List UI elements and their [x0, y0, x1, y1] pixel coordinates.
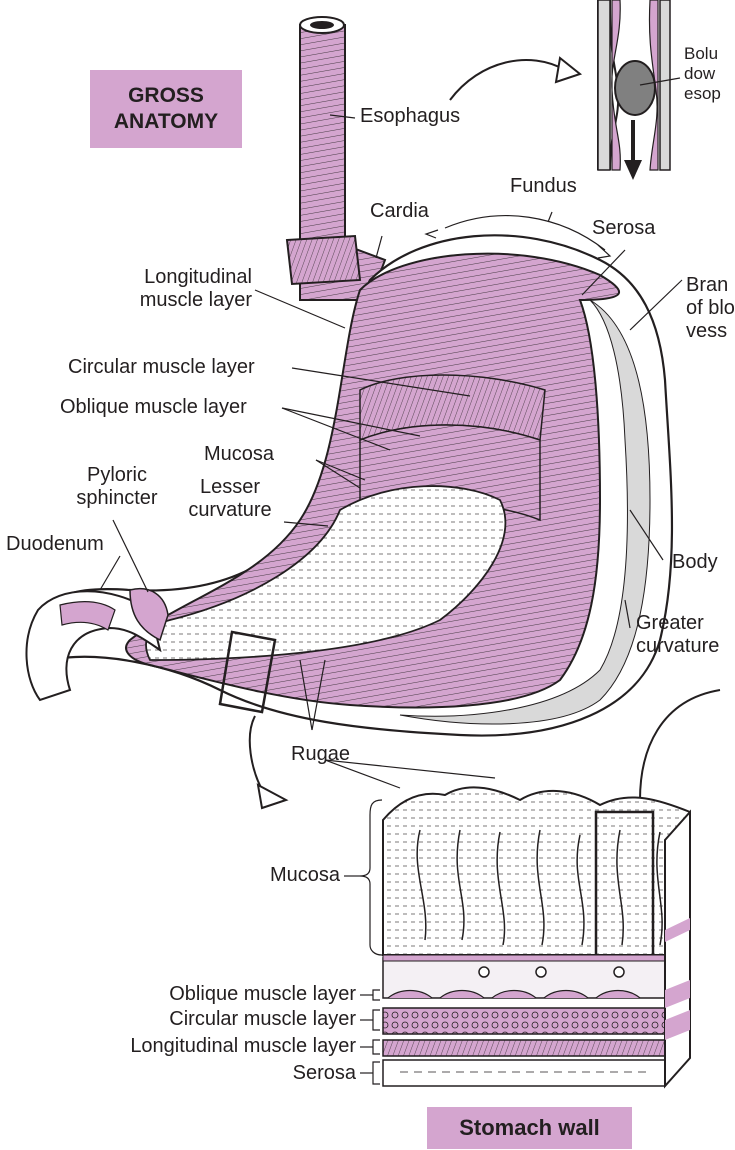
label-longitudinal-line2: muscle layer — [110, 289, 252, 312]
label-cardia: Cardia — [370, 200, 429, 223]
label-fundus: Fundus — [510, 175, 577, 198]
label-pyloric: Pyloric sphincter — [62, 464, 172, 510]
gross-anatomy-title: GROSS ANATOMY — [90, 70, 242, 148]
wall-label-longitudinal: Longitudinal muscle layer — [40, 1035, 356, 1058]
curved-arrow — [450, 60, 565, 100]
label-pyloric-line1: Pyloric — [62, 464, 172, 487]
label-greater-line1: Greater — [636, 612, 719, 635]
label-greater-curvature: Greater curvature — [636, 612, 719, 658]
label-bolus-line3: esop — [684, 84, 721, 104]
esophagus-drawing — [287, 17, 385, 300]
label-serosa: Serosa — [592, 217, 655, 240]
label-mucosa: Mucosa — [204, 443, 274, 466]
label-lesser-curvature: Lesser curvature — [178, 476, 282, 522]
stomach-wall-title: Stomach wall — [427, 1107, 632, 1149]
label-longitudinal: Longitudinal muscle layer — [110, 266, 252, 312]
label-branches-line2: of blo — [686, 297, 735, 320]
label-lesser-line1: Lesser — [178, 476, 282, 499]
label-branches-line1: Bran — [686, 274, 735, 297]
label-oblique: Oblique muscle layer — [60, 396, 247, 419]
label-greater-line2: curvature — [636, 635, 719, 658]
gross-anatomy-line2: ANATOMY — [90, 109, 242, 135]
label-duodenum: Duodenum — [6, 533, 104, 556]
label-bolus: Bolu dow esop — [684, 44, 721, 104]
label-longitudinal-line1: Longitudinal — [110, 266, 252, 289]
label-body: Body — [672, 551, 718, 574]
wall-label-mucosa: Mucosa — [230, 864, 340, 887]
stomach-wall-section — [344, 787, 690, 1086]
label-bolus-line2: dow — [684, 64, 721, 84]
bolus-inset — [590, 0, 680, 180]
label-branches: Bran of blo vess — [686, 274, 735, 343]
label-rugae: Rugae — [291, 743, 350, 766]
wall-label-circular: Circular muscle layer — [60, 1008, 356, 1031]
wall-label-serosa: Serosa — [200, 1062, 356, 1085]
label-bolus-line1: Bolu — [684, 44, 721, 64]
wall-label-oblique: Oblique muscle layer — [60, 983, 356, 1006]
label-branches-line3: vess — [686, 320, 735, 343]
label-lesser-line2: curvature — [178, 499, 282, 522]
label-esophagus: Esophagus — [360, 105, 460, 128]
gross-anatomy-line1: GROSS — [90, 83, 242, 109]
label-pyloric-line2: sphincter — [62, 487, 172, 510]
label-circular: Circular muscle layer — [68, 356, 255, 379]
